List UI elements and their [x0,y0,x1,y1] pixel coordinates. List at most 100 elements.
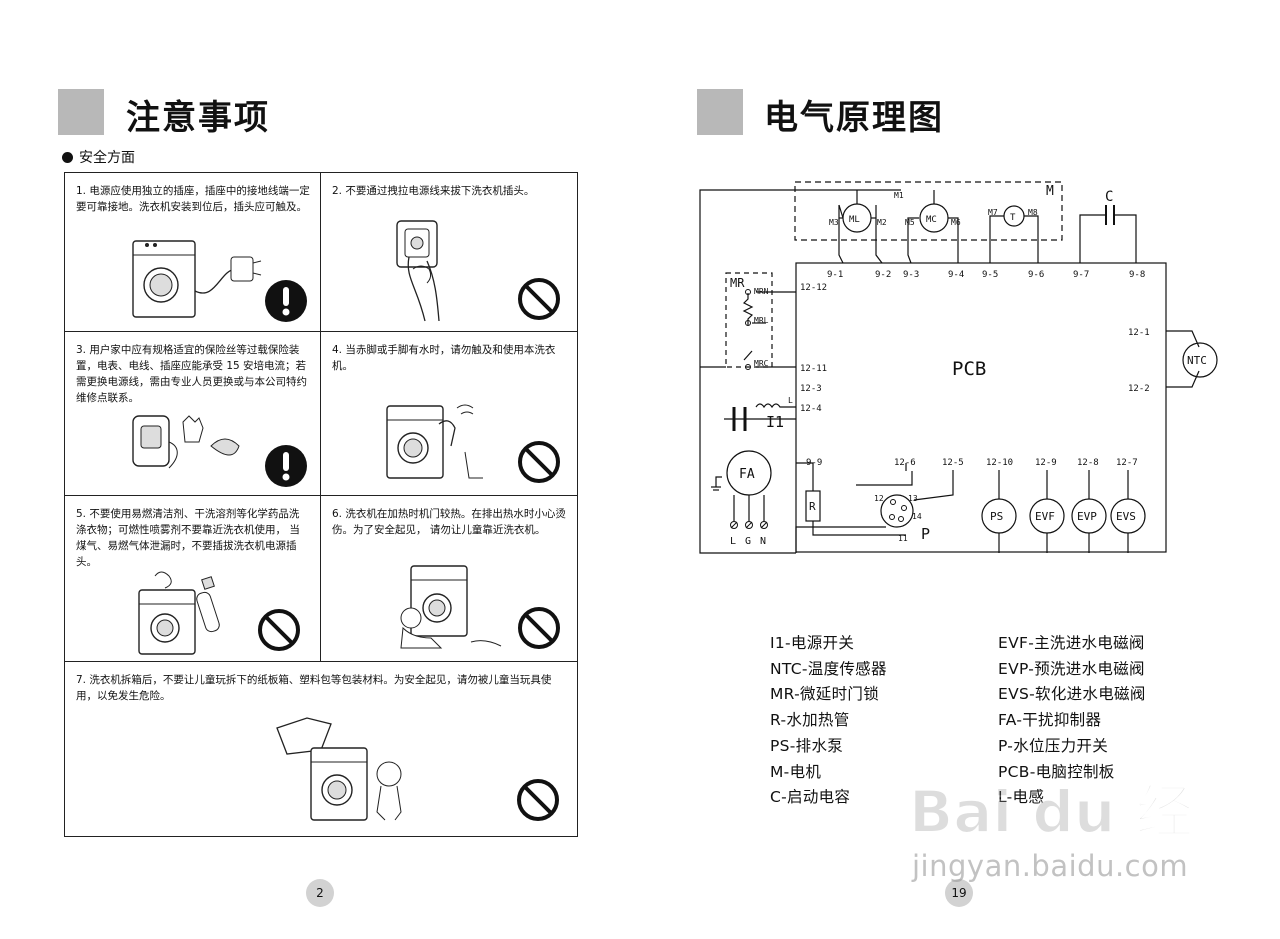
legend-item: EVS-软化进水电磁阀 [998,685,1146,704]
legend-item: R-水加热管 [770,711,850,730]
prohibition-icon [518,278,560,320]
prohibition-icon [518,441,560,483]
precaution-cell-4: 4. 当赤脚或手脚有水时，请勿触及和使用本洗衣机。 [321,332,578,496]
pin-9-5: 9-5 [982,270,998,280]
pin-12-7: 12-7 [1116,458,1138,468]
pin-12-8: 12-8 [1077,458,1099,468]
lock-pin-mrc: MRC [754,359,769,368]
pressure-pin-14: 14 [912,512,922,521]
pin-12-3: 12-3 [800,384,822,394]
component-evp: EVP [1077,510,1097,523]
motor-label-m7: M7 [988,208,998,217]
precaution-text-3: 3. 用户家中应有规格适宜的保险丝等过载保险装置，电表、电线、插座应能承受 15… [76,344,307,404]
legend-item: NTC-温度传感器 [770,659,887,678]
component-evs: EVS [1116,510,1136,523]
component-t: T [1010,213,1016,223]
precaution-text-5: 5. 不要使用易燃清洁剂、干洗溶剂等化学药品洗 涤衣物；可燃性喷雾剂不要靠近洗衣… [76,508,300,568]
lock-pin-mrl: MRL [754,316,769,325]
motor-label-m1: M1 [894,191,904,200]
precaution-cell-1: 1. 电源应使用独立的插座，插座中的接地线端一定要可靠接地。洗衣机安装到位后，插… [65,173,321,332]
mandatory-icon [265,445,307,487]
component-r: R [809,500,816,513]
socket-and-fuse-illustration [132,415,240,469]
lock-label: MR [730,276,745,290]
watermark-url: jingyan.baidu.com [912,849,1189,883]
page-title-precautions: 注意事项 [126,98,270,138]
legend-item: I1-电源开关 [770,634,855,652]
pin-9-4: 9-4 [948,270,964,280]
component-ntc: NTC [1187,354,1207,367]
legend-item: PCB-电脑控制板 [998,762,1115,781]
motor-label-m2: M2 [877,218,887,227]
pcb-label: PCB [952,358,986,380]
legend-item: MR-微延时门锁 [770,685,880,704]
precaution-cell-6: 6. 洗衣机在加热时机门较热。在排出热水时小心烫伤。为了安全起见， 请勿让儿童靠… [321,496,578,662]
component-ps: PS [990,510,1003,523]
legend-item: M-电机 [770,762,822,781]
page-title-schematic: 电气原理图 [764,98,944,138]
legend-right-column: EVF-主洗进水电磁阀 EVP-预洗进水电磁阀 EVS-软化进水电磁阀 FA-干… [998,631,1146,811]
legend-left-column: I1-电源开关 NTC-温度传感器 MR-微延时门锁 R-水加热管 PS-排水泵… [770,631,887,811]
pin-12-4: 12-4 [800,404,822,414]
pressure-pin-11: 11 [898,534,908,543]
legend-item: FA-干扰抑制器 [998,711,1102,730]
pin-9-6: 9-6 [1028,270,1044,280]
mandatory-icon [265,280,307,322]
hand-pulling-plug-illustration [396,220,440,322]
pressure-pin-13: 13 [908,494,918,503]
pin-9-2: 9-2 [875,270,891,280]
precaution-text-7: 7. 洗衣机拆箱后，不要让儿童玩拆下的纸板箱、塑料包等包装材料。为安全起见，请勿… [76,674,552,702]
motor-label-m5: M5 [905,218,915,227]
terminal-g: G [745,536,751,547]
flammable-spray-illustration [138,571,220,655]
component-mc: MC [926,215,937,225]
pin-9-1: 9-1 [827,270,843,280]
section-marker-square [697,89,743,135]
lock-pin-mrn: MRN [754,287,769,296]
precaution-text-1: 1. 电源应使用独立的插座，插座中的接地线端一定要可靠接地。洗衣机安装到位后，插… [76,185,310,213]
pin-9-3: 9-3 [903,270,919,280]
precaution-text-4: 4. 当赤脚或手脚有水时，请勿触及和使用本洗衣机。 [332,344,556,372]
precaution-grid: 1. 电源应使用独立的插座，插座中的接地线端一定要可靠接地。洗衣机安装到位后，插… [64,172,578,837]
page-number-right: 19 [945,879,973,907]
prohibition-icon [518,607,560,649]
precaution-cell-3: 3. 用户家中应有规格适宜的保险丝等过载保险装置，电表、电线、插座应能承受 15… [65,332,321,496]
pin-12-10: 12-10 [986,458,1013,468]
electrical-schematic: PCB M C MR MRN MRL MRC ML MC T NTC FA R … [699,181,1218,554]
motor-label-m6: M6 [951,218,961,227]
pin-12-11: 12-11 [800,364,827,374]
page-number-left: 2 [306,879,334,907]
child-near-washer-illustration [400,565,502,649]
pressure-pin-12: 12 [874,494,884,503]
component-evf: EVF [1035,510,1055,523]
precaution-cell-7: 7. 洗衣机拆箱后，不要让儿童玩拆下的纸板箱、塑料包等包装材料。为安全起见，请勿… [65,662,578,836]
pin-12-9: 12-9 [1035,458,1057,468]
precaution-cell-5: 5. 不要使用易燃清洁剂、干洗溶剂等化学药品洗 涤衣物；可燃性喷雾剂不要靠近洗衣… [65,496,321,662]
watermark-brand: Bai du 经验 [909,778,1205,846]
washer-plug-illustration [132,240,262,318]
subheading-label: 安全方面 [79,150,135,166]
pin-9-8: 9-8 [1129,270,1145,280]
precaution-cell-2: 2. 不要通过拽拉电源线来拔下洗衣机插头。 [321,173,578,332]
legend-item: PS-排水泵 [770,736,844,755]
precaution-text-2: 2. 不要通过拽拉电源线来拔下洗衣机插头。 [332,185,535,197]
precaution-text-6: 6. 洗衣机在加热时机门较热。在排出热水时小心烫伤。为了安全起见， 请勿让儿童靠… [332,508,566,536]
prohibition-icon [258,609,300,651]
safety-subheading: 安全方面 [62,147,135,167]
prohibition-icon [517,779,559,821]
legend-item: P-水位压力开关 [998,736,1108,755]
pin-12-6: 12-6 [894,458,916,468]
legend-item: L-电感 [998,788,1045,807]
legend-item: C-启动电容 [770,788,851,807]
wet-hands-washer-illustration [386,404,483,479]
motor-label-m8: M8 [1028,208,1038,217]
section-marker-square [58,89,104,135]
capacitor-label: C [1105,189,1113,205]
pin-12-12: 12-12 [800,283,827,293]
component-fa: FA [739,467,755,482]
pin-9-9: 9-9 [806,458,822,468]
legend-item: EVF-主洗进水电磁阀 [998,634,1145,652]
bullet-icon [62,151,73,163]
baidu-jingyan-watermark-logo: Bai du 经验 [908,777,1205,847]
pin-12-5: 12-5 [942,458,964,468]
